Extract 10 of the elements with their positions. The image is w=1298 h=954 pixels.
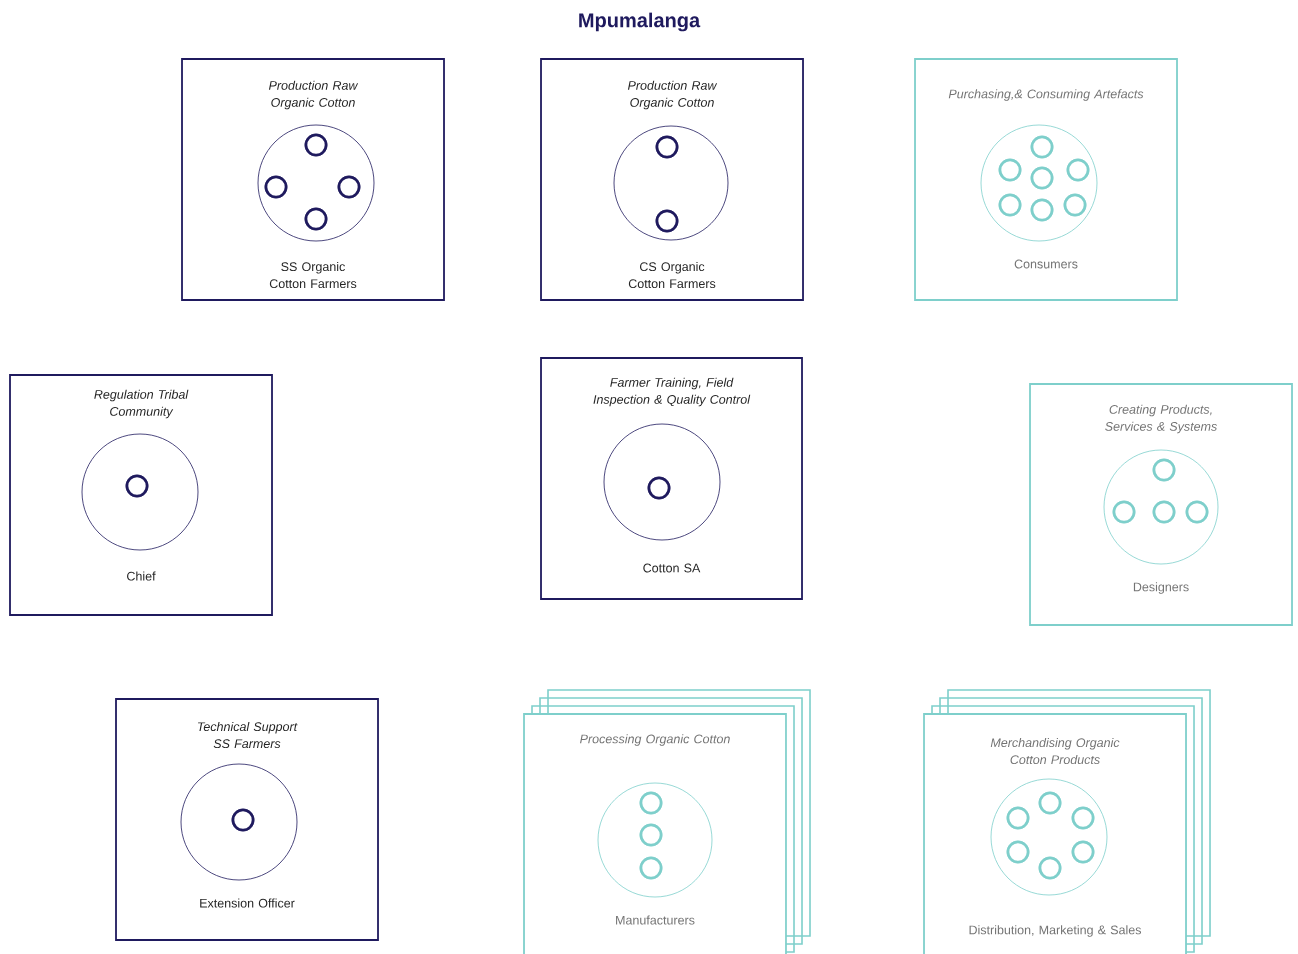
group-box: Production Raw Organic Cotton SS Organic Cotton Farmers (181, 58, 445, 301)
group-box: Processing Organic Cotton Manufacturers (523, 713, 787, 954)
group-box: Regulation Tribal Community Chief (9, 374, 273, 616)
group-box: Production Raw Organic Cotton CS Organic Cotton Farmers (540, 58, 804, 301)
group-box: Purchasing,& Consuming Artefacts Consumers (914, 58, 1178, 301)
group-box: Merchandising Organic Cotton Products Distribution, Marketing & Sales (923, 713, 1187, 954)
group-box: Creating Products, Services & Systems Designers (1029, 383, 1293, 626)
group-box: Technical Support SS Farmers Extension Officer (115, 698, 379, 941)
group-box: Farmer Training, Field Inspection & Quality Control Cotton SA (540, 357, 803, 600)
title: Mpumalanga (579, 12, 701, 32)
